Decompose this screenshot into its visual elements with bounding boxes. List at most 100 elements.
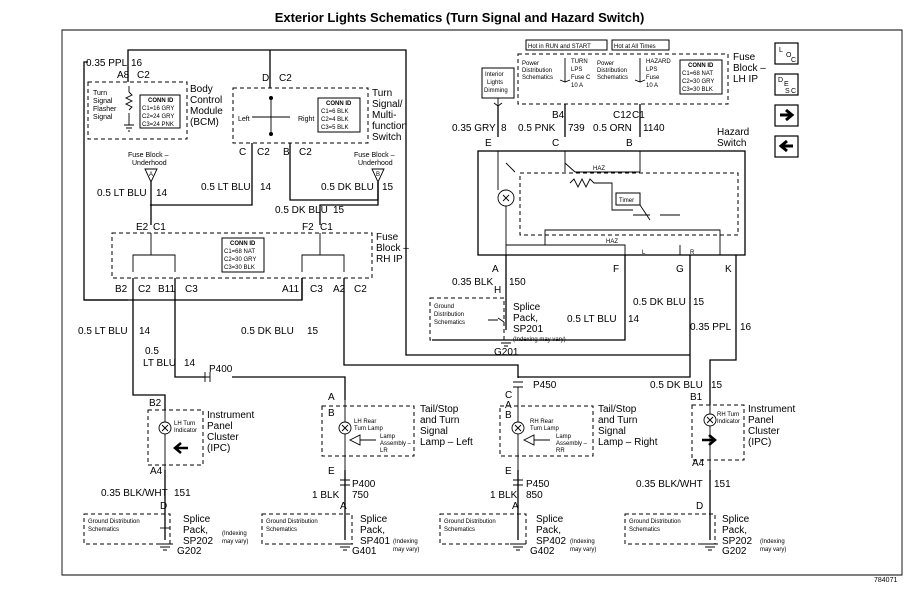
svg-text:E: E — [328, 466, 335, 477]
svg-text:B: B — [376, 172, 380, 178]
svg-text:D: D — [696, 501, 703, 512]
svg-text:F2: F2 — [302, 222, 314, 233]
svg-text:G401: G401 — [352, 546, 377, 557]
svg-text:A: A — [328, 392, 335, 403]
svg-text:14: 14 — [139, 326, 151, 337]
svg-text:B2: B2 — [115, 284, 128, 295]
svg-text:C2=4 BLK: C2=4 BLK — [321, 117, 349, 123]
svg-text:B1: B1 — [690, 392, 703, 403]
svg-text:0.5 DK BLU: 0.5 DK BLU — [321, 182, 374, 193]
svg-text:B: B — [283, 147, 290, 158]
svg-text:Panel: Panel — [748, 415, 774, 426]
svg-text:C3: C3 — [185, 284, 198, 295]
svg-text:Block –: Block – — [733, 63, 766, 74]
svg-text:Hazard: Hazard — [717, 127, 749, 138]
svg-text:8: 8 — [501, 123, 507, 134]
svg-text:Panel: Panel — [207, 421, 233, 432]
svg-text:Assembly –: Assembly – — [380, 441, 412, 447]
svg-text:D: D — [160, 501, 167, 512]
svg-text:C1: C1 — [153, 222, 166, 233]
bottom-wire-labels: 0.35 BLK/WHT 151 D P400 1 BLK 750 A P450… — [101, 479, 731, 512]
svg-text:Underhood: Underhood — [132, 160, 167, 167]
svg-text:Lamp – Left: Lamp – Left — [420, 437, 473, 448]
svg-text:Left: Left — [238, 116, 250, 123]
svg-text:15: 15 — [711, 380, 723, 391]
svg-text:C2: C2 — [279, 73, 292, 84]
nav-button-locator[interactable]: L O C — [774, 42, 799, 65]
svg-text:Pack,: Pack, — [513, 313, 538, 324]
svg-text:C: C — [505, 390, 512, 401]
svg-text:Hot in RUN and START: Hot in RUN and START — [528, 44, 591, 50]
svg-text:1140: 1140 — [643, 123, 665, 134]
svg-text:B: B — [328, 408, 335, 419]
svg-text:L: L — [779, 47, 783, 54]
nav-button-description[interactable]: D E S C — [774, 73, 799, 96]
svg-text:0.5 LT BLU: 0.5 LT BLU — [201, 182, 251, 193]
svg-text:Timer: Timer — [619, 198, 634, 204]
svg-text:Schematics: Schematics — [266, 527, 297, 533]
fuse-block-underhood-b: Fuse Block – Underhood B — [354, 152, 395, 184]
svg-text:K: K — [725, 264, 732, 275]
svg-text:(Indexing: (Indexing — [760, 539, 785, 545]
svg-text:Turn Lamp: Turn Lamp — [354, 426, 383, 432]
connector-p400: P400 — [204, 364, 233, 382]
diagram-title: Exterior Lights Schematics (Turn Signal … — [274, 10, 645, 25]
svg-text:B: B — [505, 410, 512, 421]
svg-text:Signal: Signal — [93, 114, 113, 121]
svg-text:C3: C3 — [310, 284, 323, 295]
svg-text:C: C — [552, 138, 559, 149]
svg-text:C2=30 GRY: C2=30 GRY — [682, 79, 714, 85]
svg-text:E: E — [505, 466, 512, 477]
svg-text:C2: C2 — [257, 147, 270, 158]
svg-text:Control: Control — [190, 95, 222, 106]
svg-text:F: F — [613, 264, 619, 275]
svg-text:C3=24 PNK: C3=24 PNK — [142, 122, 174, 128]
svg-text:SP202: SP202 — [722, 536, 752, 547]
lamp-right-assembly: P450 C A B RH Rear Turn Lamp Lamp Assemb… — [499, 380, 658, 477]
svg-text:0.5 LT BLU: 0.5 LT BLU — [78, 326, 128, 337]
svg-text:G: G — [676, 264, 684, 275]
svg-text:LT BLU: LT BLU — [143, 358, 176, 369]
svg-text:Ground Distribution: Ground Distribution — [629, 519, 681, 525]
bcm-module: 0.35 PPL 16 A8 C2 Turn Signal Flasher Si… — [86, 58, 223, 140]
svg-text:may vary): may vary) — [570, 547, 596, 553]
svg-text:Schematics: Schematics — [434, 320, 465, 326]
svg-text:0.35 PPL: 0.35 PPL — [690, 322, 732, 333]
svg-text:0.5 LT BLU: 0.5 LT BLU — [567, 314, 617, 325]
svg-text:SP401: SP401 — [360, 536, 390, 547]
svg-text:15: 15 — [382, 182, 394, 193]
svg-text:14: 14 — [260, 182, 272, 193]
svg-text:C2: C2 — [137, 70, 150, 81]
svg-text:SP201: SP201 — [513, 324, 543, 335]
svg-text:function: function — [372, 121, 407, 132]
nav-prev-arrow-icon[interactable] — [774, 135, 799, 158]
svg-text:E2: E2 — [136, 222, 149, 233]
bcm-to-switch-wire — [127, 49, 690, 356]
nav-next-arrow-icon[interactable] — [774, 104, 799, 127]
turn-signal-switch: D C2 Left Right CONN ID C1=6 BLK C2=4 BL… — [232, 73, 407, 158]
svg-text:Fuse C: Fuse C — [571, 75, 591, 81]
lt-blu-to-ipc-wire — [132, 278, 166, 410]
svg-text:TURN: TURN — [571, 59, 588, 65]
svg-text:0.35 BLK/WHT: 0.35 BLK/WHT — [636, 479, 703, 490]
svg-text:739: 739 — [568, 123, 585, 134]
svg-text:Indicator: Indicator — [717, 419, 740, 425]
svg-text:A: A — [340, 501, 347, 512]
svg-text:Fuse: Fuse — [376, 232, 399, 243]
svg-text:and Turn: and Turn — [420, 415, 459, 426]
splice-pack-sp201: 0.35 BLK 150 H Ground Distribution Schem… — [429, 277, 566, 358]
fuse-block-rh-ip: CONN ID C1=68 NAT C2=30 GRY C3=30 BLK Fu… — [111, 232, 409, 295]
svg-text:RH Rear: RH Rear — [530, 419, 553, 425]
figure-id: 784071 — [874, 577, 897, 584]
svg-text:Ground Distribution: Ground Distribution — [88, 519, 140, 525]
svg-text:Schematics: Schematics — [88, 527, 119, 533]
svg-text:C3=30 BLK: C3=30 BLK — [682, 87, 713, 93]
svg-text:Splice: Splice — [360, 514, 388, 525]
svg-text:LR: LR — [380, 448, 388, 454]
svg-text:0.5 DK BLU: 0.5 DK BLU — [275, 205, 328, 216]
svg-text:Splice: Splice — [183, 514, 211, 525]
svg-text:G402: G402 — [530, 546, 555, 557]
svg-text:may vary): may vary) — [393, 547, 419, 553]
svg-text:Schematics: Schematics — [597, 75, 628, 81]
svg-text:Cluster: Cluster — [748, 426, 780, 437]
